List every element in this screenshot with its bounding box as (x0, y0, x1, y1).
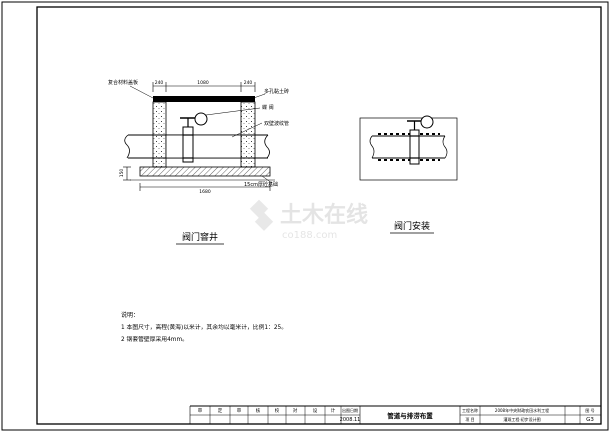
tb-cell-6: 对 (293, 407, 298, 414)
valve-well-section: 240 1080 240 150 1680 (108, 79, 289, 245)
tb-cell-3: 审 (237, 407, 242, 414)
title-block: 审 定 审 核 校 对 设 计 出图日期 2008.11 管道与排涝布置 工程名… (189, 405, 601, 424)
tb-cell-7: 设 (313, 407, 318, 414)
watermark-logo-icon (249, 199, 274, 231)
tb-date: 2008.11 (340, 417, 361, 423)
tb-project-name: 2008年中央财政农田水利工程 (495, 407, 549, 413)
dim-bottom: 1680 (199, 189, 211, 195)
tb-cell-1: 审 (198, 407, 203, 414)
label-cover: 复合材料盖板 (108, 79, 138, 86)
notes-line-2: 2 钢套管壁厚采用4mm。 (121, 335, 188, 343)
tb-cell-4: 核 (256, 407, 261, 414)
left-wall (152, 101, 167, 168)
label-base: 15cm厚砼基础 (244, 181, 278, 188)
label-brick: 多孔黏土砖 (264, 88, 289, 95)
concrete-base (139, 166, 271, 177)
title-valve-well: 阀门窨井 (182, 231, 218, 243)
tb-item-name: 灌溉工程·初步设计图 (503, 416, 540, 422)
tb-project-label: 工程名称 (462, 407, 478, 413)
watermark-sub: co188.com (282, 230, 337, 241)
title-valve-install: 阀门安装 (394, 220, 430, 232)
valve-handwheel-icon (194, 112, 208, 126)
tb-date-label: 出图日期 (342, 407, 358, 413)
tb-drawing-title: 管道与排涝布置 (387, 411, 433, 420)
valve-install-detail: 阀门安装 (359, 115, 458, 234)
label-pipe: 双壁波纹管 (264, 120, 289, 127)
dim-side: 150 (119, 169, 125, 178)
tb-fig-label: 图 号 (585, 407, 594, 413)
dim-top-left: 240 (155, 80, 164, 86)
inner-frame (36, 6, 602, 425)
tb-item-label: 项 目 (465, 416, 474, 422)
dim-top-right: 240 (244, 80, 253, 86)
install-frame (359, 117, 458, 181)
watermark-main: 土木在线 (280, 202, 368, 228)
cover-slab (153, 96, 255, 102)
tb-cell-5: 校 (275, 407, 280, 414)
dim-top-mid: 1080 (197, 80, 209, 86)
valve-body (182, 126, 194, 163)
tb-cell-8: 计 (331, 407, 336, 414)
notes-line-1: 1 本图尺寸，高程(黄海)以米计，其余均以毫米计，比例1：25。 (121, 323, 287, 331)
watermark: 土木在线 co188.com (249, 199, 368, 241)
install-handwheel-icon (420, 115, 434, 129)
notes: 说明： 1 本图尺寸，高程(黄海)以米计，其余均以毫米计，比例1：25。 2 钢… (121, 311, 287, 343)
label-valve: 蝶 阀 (262, 104, 274, 111)
tb-fig-no: G3 (586, 417, 594, 423)
right-wall (240, 101, 256, 168)
tb-cell-2: 定 (218, 407, 223, 414)
notes-heading: 说明： (121, 311, 139, 319)
